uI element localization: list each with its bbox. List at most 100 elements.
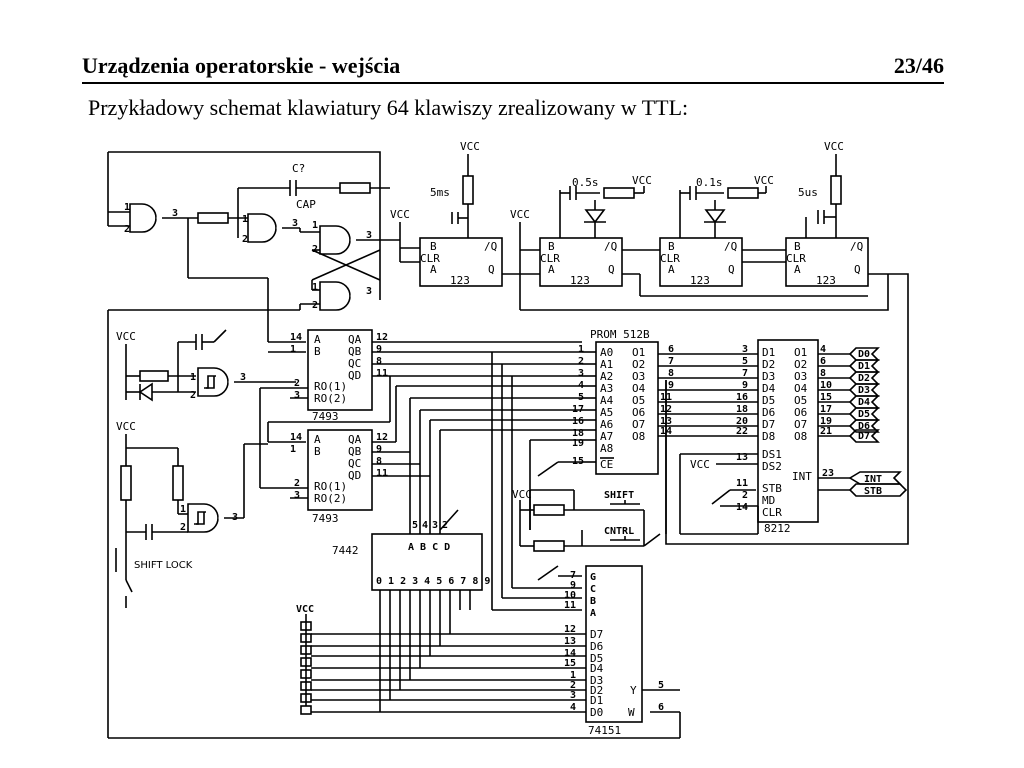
diode-3 [138, 382, 153, 402]
svg-text:RO(1): RO(1) [314, 480, 347, 493]
svg-text:O8: O8 [632, 430, 645, 443]
counter-7493-a [307, 329, 373, 411]
svg-text:21: 21 [820, 426, 832, 437]
svg-text:2: 2 [242, 234, 248, 245]
svg-text:A: A [794, 263, 801, 276]
svg-text:Q: Q [488, 263, 495, 276]
svg-text:QD: QD [348, 369, 361, 382]
shift-lock-label: SHIFT LOCK [134, 560, 193, 571]
svg-text:4: 4 [578, 380, 584, 391]
svg-text:D2: D2 [762, 358, 775, 371]
svg-text:B: B [794, 240, 801, 253]
svg-text:D8: D8 [762, 430, 775, 443]
svg-text:O7: O7 [632, 418, 645, 431]
svg-text:D5: D5 [590, 652, 603, 665]
svg-text:2: 2 [312, 300, 318, 311]
svg-text:1: 1 [312, 220, 318, 231]
int-label: INT [864, 474, 882, 485]
svg-text:6: 6 [668, 344, 674, 355]
svg-text:7: 7 [570, 570, 576, 581]
svg-text:1: 1 [290, 444, 296, 455]
diode-2 [704, 209, 726, 224]
svg-text:/Q: /Q [724, 240, 737, 253]
svg-text:4: 4 [422, 520, 428, 531]
svg-text:2: 2 [180, 522, 186, 533]
svg-text:2: 2 [294, 478, 300, 489]
time-5us: 5us [798, 186, 818, 199]
svg-text:RO(1): RO(1) [314, 380, 347, 393]
svg-text:2: 2 [124, 224, 130, 235]
svg-text:3: 3 [366, 230, 372, 241]
svg-text:QB: QB [348, 345, 362, 358]
svg-text:1: 1 [578, 344, 584, 355]
svg-text:RO(2): RO(2) [314, 492, 347, 505]
svg-text:15: 15 [572, 456, 584, 467]
mux-label: 74151 [588, 724, 621, 737]
svg-text:8: 8 [820, 368, 826, 379]
schmitt-gate-2 [187, 503, 219, 533]
oscillator-section: 1 2 3 1 2 3 1 2 3 1 2 3 C? CAP [107, 151, 400, 342]
svg-text:14: 14 [736, 502, 748, 513]
svg-text:RO(2): RO(2) [314, 392, 347, 405]
svg-text:1: 1 [570, 670, 576, 681]
vcc-label-9: VCC [690, 458, 710, 471]
svg-text:DS1: DS1 [762, 448, 782, 461]
svg-text:A7: A7 [600, 430, 613, 443]
svg-text:8: 8 [376, 356, 382, 367]
svg-text:12: 12 [564, 624, 576, 635]
decoder-inputs: A B C D [408, 542, 450, 553]
stb-label: STB [864, 486, 882, 497]
vcc-label-1: VCC [460, 140, 480, 153]
svg-text:D6: D6 [762, 406, 775, 419]
svg-text:D2: D2 [590, 684, 603, 697]
svg-text:D6: D6 [590, 640, 603, 653]
svg-text:STB: STB [762, 482, 782, 495]
svg-text:INT: INT [792, 470, 812, 483]
svg-text:Q: Q [608, 263, 615, 276]
svg-text:CLR: CLR [762, 506, 782, 519]
svg-text:QB: QB [348, 445, 362, 458]
svg-text:G: G [590, 572, 596, 583]
svg-text:18: 18 [736, 404, 748, 415]
svg-text:6: 6 [820, 356, 826, 367]
svg-text:O8: O8 [794, 430, 807, 443]
svg-text:9: 9 [668, 380, 674, 391]
svg-text:14: 14 [564, 648, 576, 659]
nand-gate-2 [247, 213, 277, 243]
svg-text:3: 3 [578, 368, 584, 379]
time-5ms: 5ms [430, 186, 450, 199]
svg-text:5: 5 [578, 392, 584, 403]
svg-text:Q: Q [728, 263, 735, 276]
svg-text:5: 5 [742, 356, 748, 367]
svg-text:/Q: /Q [604, 240, 617, 253]
svg-text:2: 2 [570, 680, 576, 691]
svg-text:16: 16 [736, 392, 748, 403]
svg-text:QC: QC [348, 357, 361, 370]
svg-text:3: 3 [432, 520, 438, 531]
svg-text:O5: O5 [794, 394, 807, 407]
svg-text:A1: A1 [600, 358, 613, 371]
vcc-label-2: VCC [390, 208, 410, 221]
svg-text:9: 9 [376, 444, 382, 455]
decoder-label: 7442 [332, 544, 359, 557]
svg-text:D1: D1 [590, 694, 603, 707]
svg-text:1: 1 [312, 282, 318, 293]
stb-arrow [848, 483, 908, 497]
svg-text:QD: QD [348, 469, 361, 482]
slide-header: Urządzenia operatorskie - wejścia 23/46 [82, 52, 944, 84]
svg-text:O4: O4 [632, 382, 646, 395]
svg-text:23: 23 [822, 468, 834, 479]
vcc-label-6: VCC [824, 140, 844, 153]
svg-text:CLR: CLR [786, 252, 806, 265]
svg-text:8: 8 [668, 368, 674, 379]
modifier-switches: VCC SHIFT CNTRL [512, 488, 661, 552]
nand-gate-4 [319, 281, 351, 311]
svg-text:O1: O1 [632, 346, 645, 359]
svg-text:11: 11 [736, 478, 748, 489]
svg-text:7: 7 [742, 368, 748, 379]
svg-text:2: 2 [742, 490, 748, 501]
svg-text:O7: O7 [794, 418, 807, 431]
svg-text:O2: O2 [632, 358, 645, 371]
